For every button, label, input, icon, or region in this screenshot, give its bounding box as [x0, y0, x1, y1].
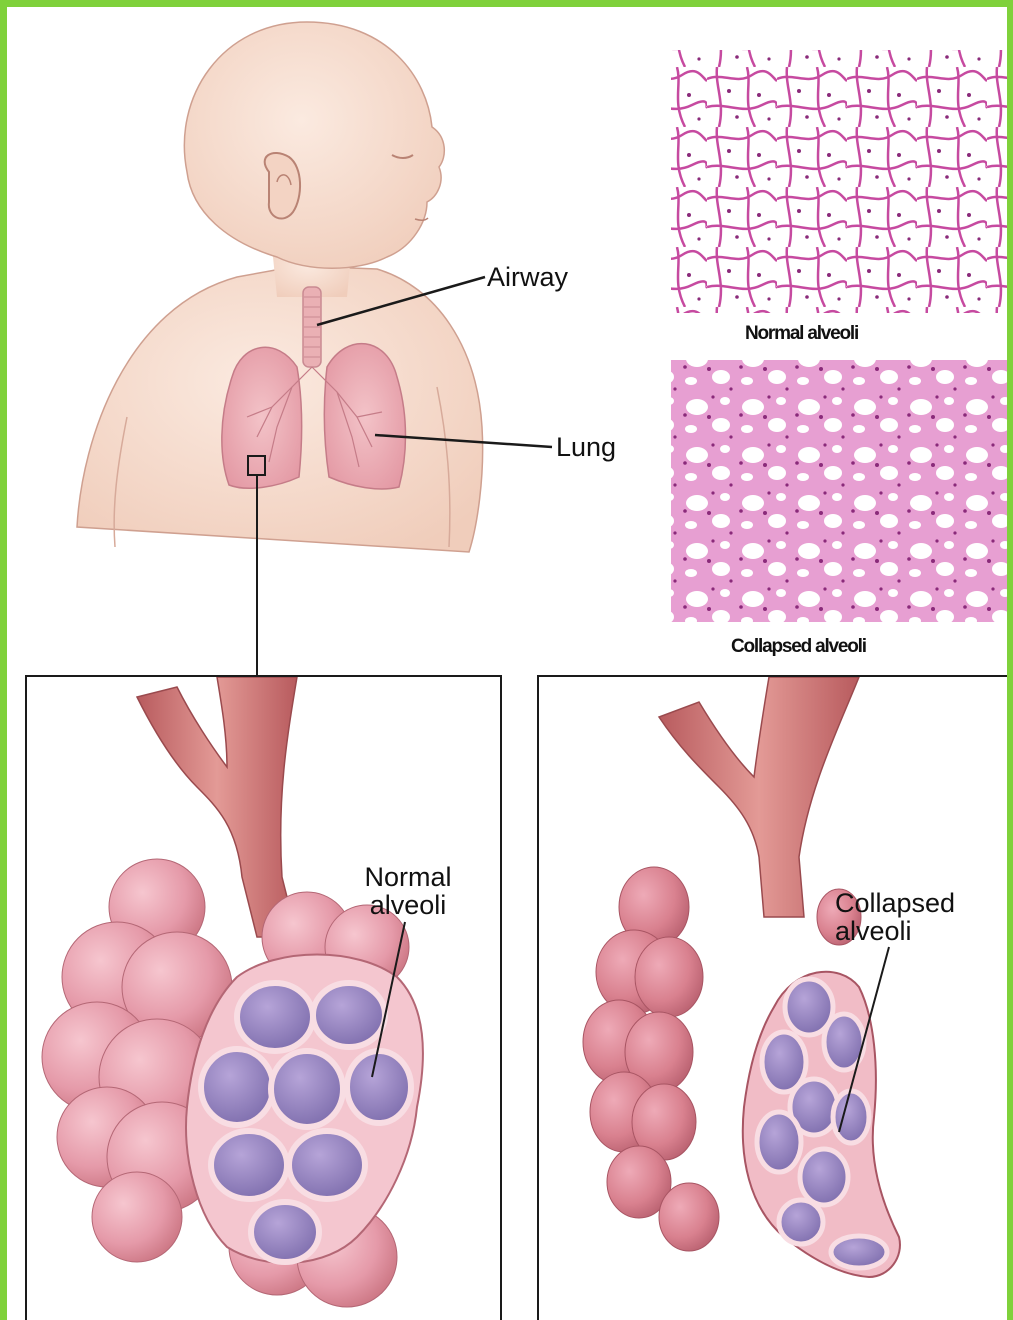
- collapsed-alveoli-label-line1: Collapsed: [835, 889, 985, 917]
- normal-alveoli-label-line2: alveoli: [353, 891, 463, 919]
- collapsed-alveoli-panel: Collapsed alveoli: [537, 675, 1013, 1320]
- collapsed-alveoli-cluster-icon: [539, 677, 1013, 1320]
- collapsed-alveoli-label-line2: alveoli: [835, 917, 985, 945]
- collapsed-alveoli-micro-label: Collapsed alveoli: [731, 636, 866, 658]
- normal-alveoli-micrograph: [671, 50, 1013, 313]
- airway-label: Airway: [487, 262, 568, 293]
- collapsed-alveoli-label: Collapsed alveoli: [835, 889, 985, 945]
- normal-alveoli-label: Normal alveoli: [353, 863, 463, 919]
- normal-alveoli-label-line1: Normal: [353, 863, 463, 891]
- normal-alveoli-micro-label: Normal alveoli: [745, 323, 858, 345]
- lung-label: Lung: [556, 432, 616, 463]
- collapsed-alveoli-micrograph: [671, 360, 1013, 622]
- normal-alveoli-cluster-icon: [27, 677, 502, 1320]
- normal-alveoli-panel: Normal alveoli: [25, 675, 502, 1320]
